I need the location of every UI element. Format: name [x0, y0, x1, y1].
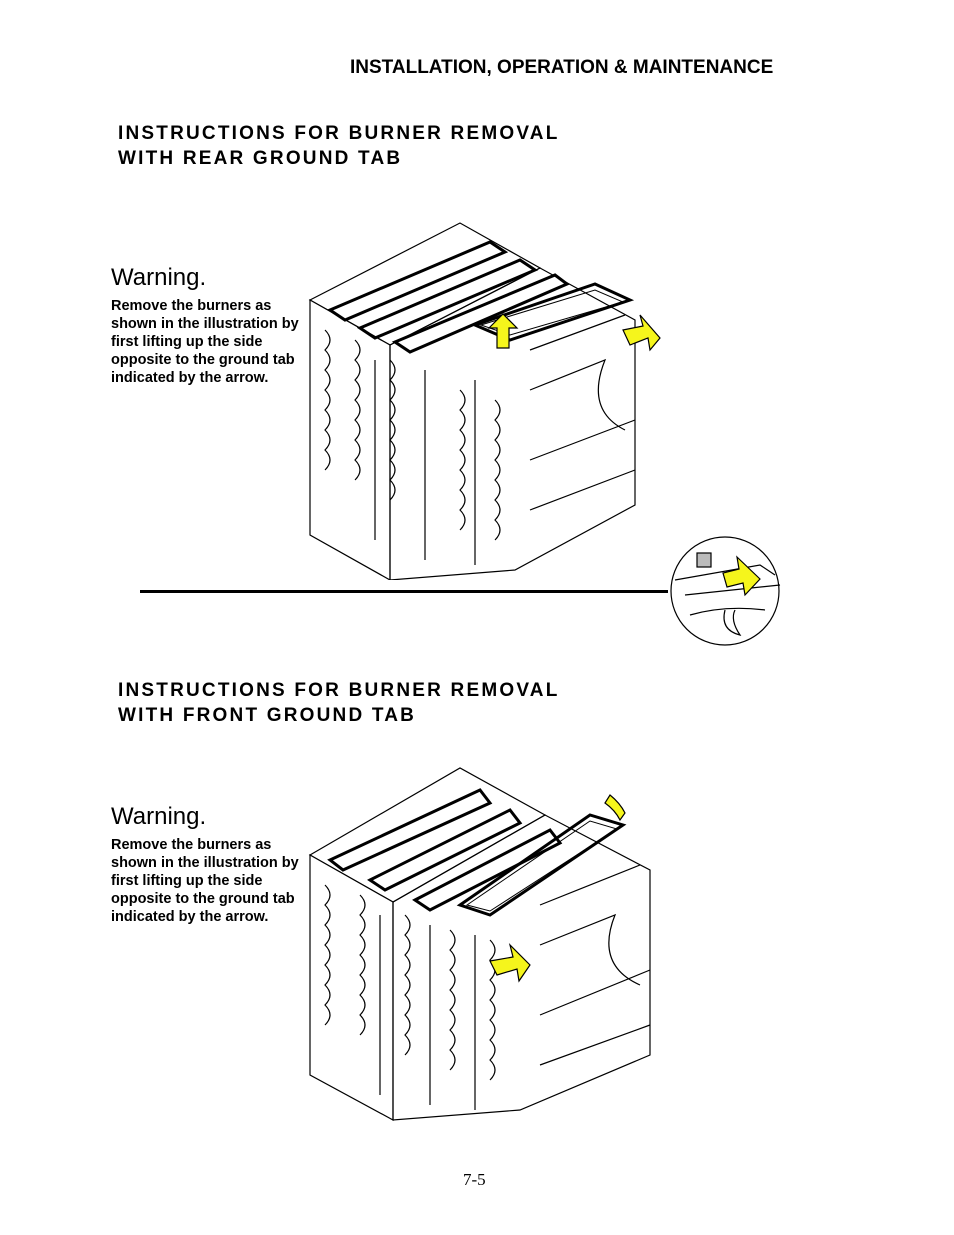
page-header: INSTALLATION, OPERATION & MAINTENANCE	[350, 57, 774, 78]
lift-arrow-icon	[604, 794, 626, 822]
section-divider	[140, 590, 668, 593]
front-ground-tab-illustration	[308, 767, 651, 1122]
warning-heading: Warning.	[111, 803, 207, 830]
section-title-line2: WITH FRONT GROUND TAB	[118, 705, 417, 726]
lift-arrow-icon	[487, 313, 519, 349]
section-title-front: INSTRUCTIONS FOR BURNER REMOVAL WITH FRO…	[118, 678, 560, 728]
warning-text: Remove the burners as shown in the illus…	[111, 837, 299, 925]
rear-ground-tab-illustration	[308, 222, 661, 580]
section-title-line1: INSTRUCTIONS FOR BURNER REMOVAL	[118, 123, 560, 144]
ground-tab-detail-inset	[670, 536, 781, 646]
warning-heading: Warning.	[111, 264, 207, 291]
section-title-rear: INSTRUCTIONS FOR BURNER REMOVAL WITH REA…	[118, 121, 560, 171]
section-title-line1: INSTRUCTIONS FOR BURNER REMOVAL	[118, 680, 560, 701]
section-title-line2: WITH REAR GROUND TAB	[118, 148, 403, 169]
page-number: 7-5	[463, 1170, 486, 1189]
ground-tab-arrow-icon	[489, 943, 531, 983]
ground-tab-arrow-icon	[722, 555, 761, 597]
ground-tab-arrow-icon	[622, 314, 661, 352]
warning-text: Remove the burners as shown in the illus…	[111, 298, 299, 386]
